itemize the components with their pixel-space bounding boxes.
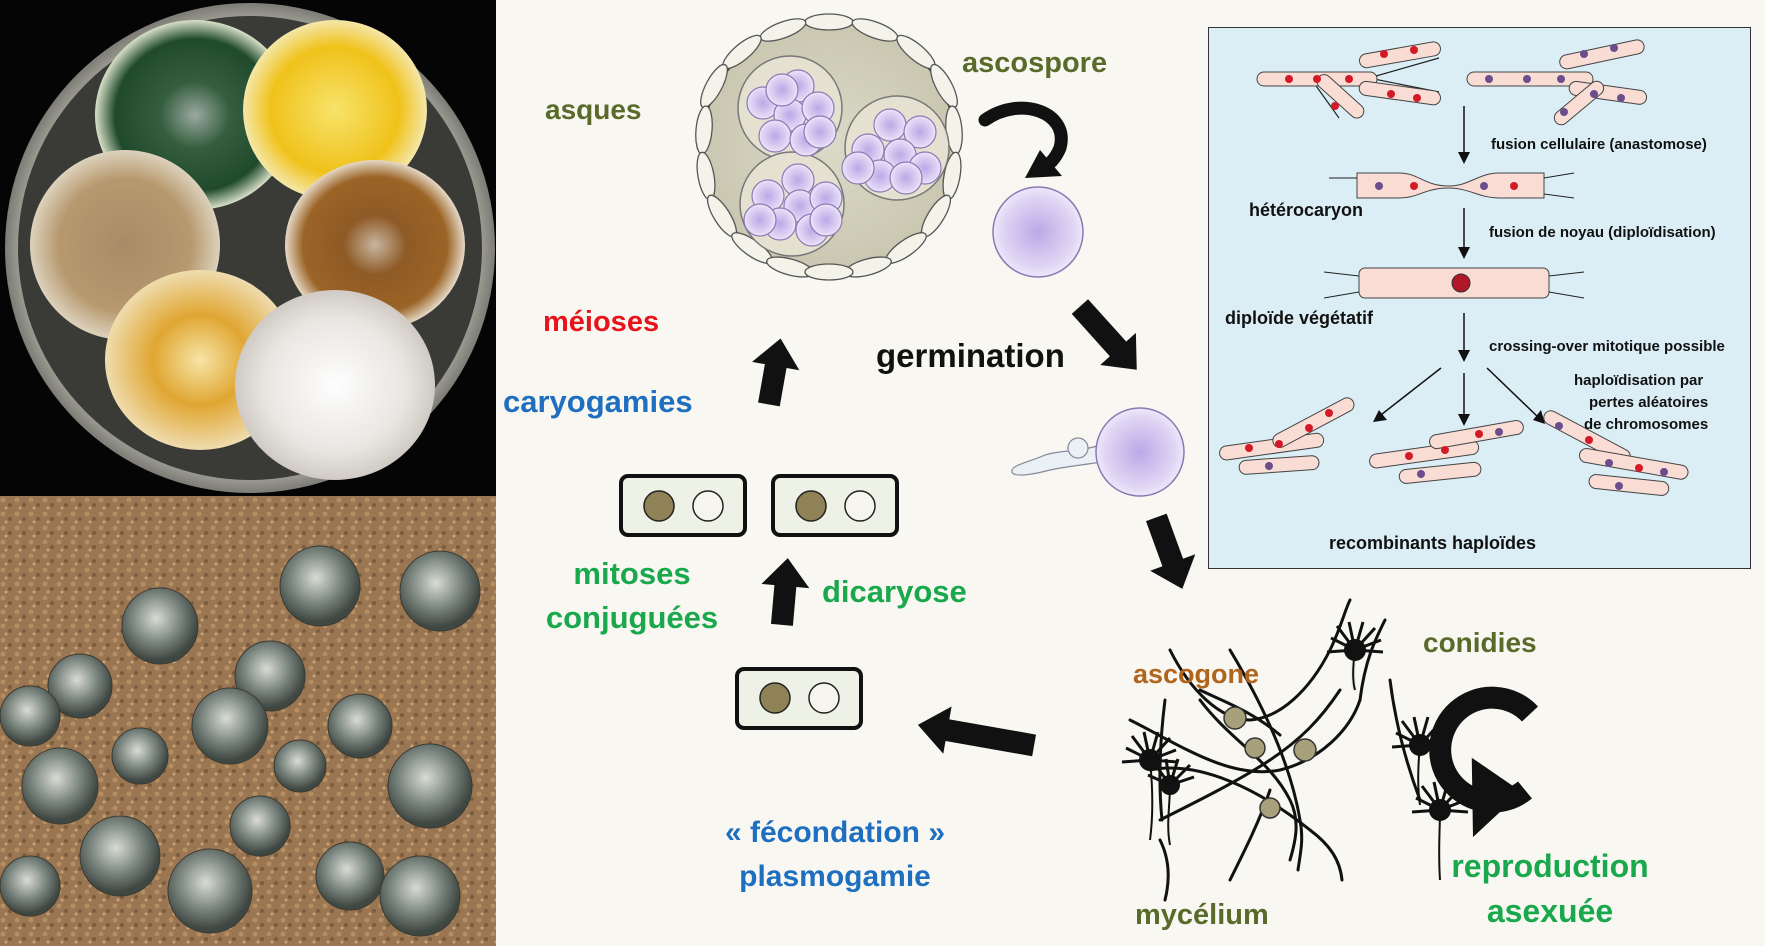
label-haploidisation-2: pertes aléatoires: [1589, 394, 1709, 411]
label-fusion-cellulaire: fusion cellulaire (anastomose): [1491, 136, 1707, 153]
germinating-spore-drawing: [1011, 407, 1185, 497]
label-mitoses: mitoses: [573, 556, 691, 591]
label-crossing-over: crossing-over mitotique possible: [1489, 338, 1725, 355]
label-reproduction: reproduction: [1451, 848, 1649, 884]
label-haploidisation-3: de chromosomes: [1584, 416, 1709, 433]
mycelium-drawing: [1128, 598, 1422, 902]
label-dicaryose: dicaryose: [822, 574, 967, 609]
label-mycelium: mycélium: [1135, 899, 1269, 931]
label-conjuguees: conjuguées: [545, 600, 719, 635]
label-heterocaryon: hétérocaryon: [1249, 200, 1364, 220]
label-recombinants: recombinants haploïdes: [1329, 533, 1537, 553]
label-meioses: méioses: [543, 306, 660, 338]
label-fecondation: « fécondation »: [724, 816, 946, 849]
petri-dish-photo: [0, 0, 496, 496]
ascospore-curved-arrow: [978, 101, 1068, 178]
label-caryogamies: caryogamies: [503, 384, 693, 419]
label-fusion-noyau: fusion de noyau (diploïdisation): [1489, 224, 1716, 241]
label-asexuee: asexuée: [1486, 893, 1614, 929]
cleistothecium-drawing: [695, 13, 963, 281]
label-ascospore: ascospore: [962, 47, 1108, 79]
ascospore-drawing: [992, 186, 1084, 278]
ascogone-cells: [1223, 706, 1317, 819]
parasexual-diagram: [1219, 39, 1689, 496]
label-haploidisation-1: haploïdisation par: [1574, 372, 1704, 389]
cleistothecia-photo: [0, 496, 496, 946]
label-ascogone: ascogone: [1133, 659, 1260, 689]
label-conidies: conidies: [1423, 627, 1537, 658]
asexual-cycle-arrow: [1429, 686, 1538, 838]
label-germination: germination: [876, 337, 1065, 374]
parasexual-cycle-panel: fusion cellulaire (anastomose) hétérocar…: [1208, 27, 1751, 569]
label-plasmogamie: plasmogamie: [739, 860, 931, 893]
label-asques: asques: [545, 94, 642, 125]
label-diploide: diploïde végétatif: [1225, 308, 1374, 328]
